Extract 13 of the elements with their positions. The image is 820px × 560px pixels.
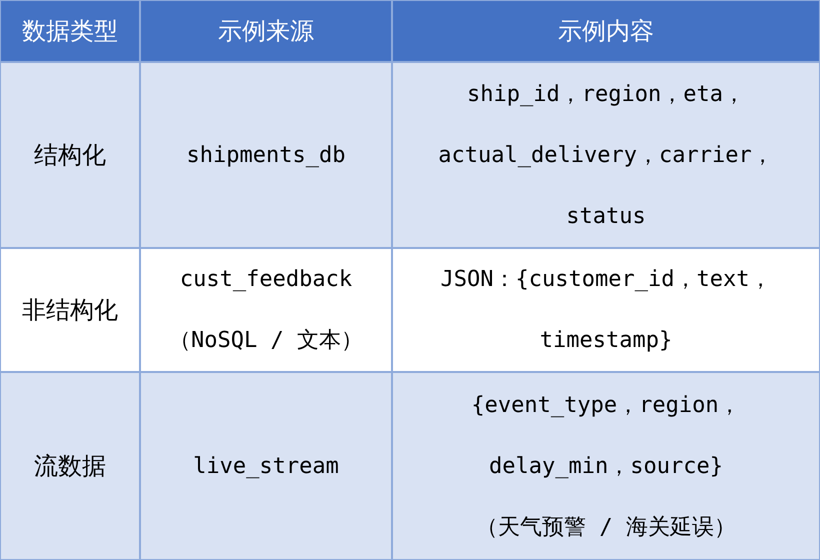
header-cell: 示例来源 [140,0,392,62]
table-cell: ship_id，region，eta，actual_delivery，carrier，status [392,62,820,248]
table-cell: live_stream [140,372,392,560]
table-cell: 流数据 [0,372,140,560]
header-cell: 示例内容 [392,0,820,62]
table-cell: 非结构化 [0,248,140,372]
cell-text: （天气预警 / 海关延误） [476,514,736,542]
table-cell: cust_feedback（NoSQL / 文本） [140,248,392,372]
table-cell: 结构化 [0,62,140,248]
cell-text: {event_type，region，delay_min，source} [470,392,742,480]
table-cell: shipments_db [140,62,392,248]
header-cell: 数据类型 [0,0,140,62]
table-cell: JSON：{customer_id，text，timestamp} [392,248,820,372]
